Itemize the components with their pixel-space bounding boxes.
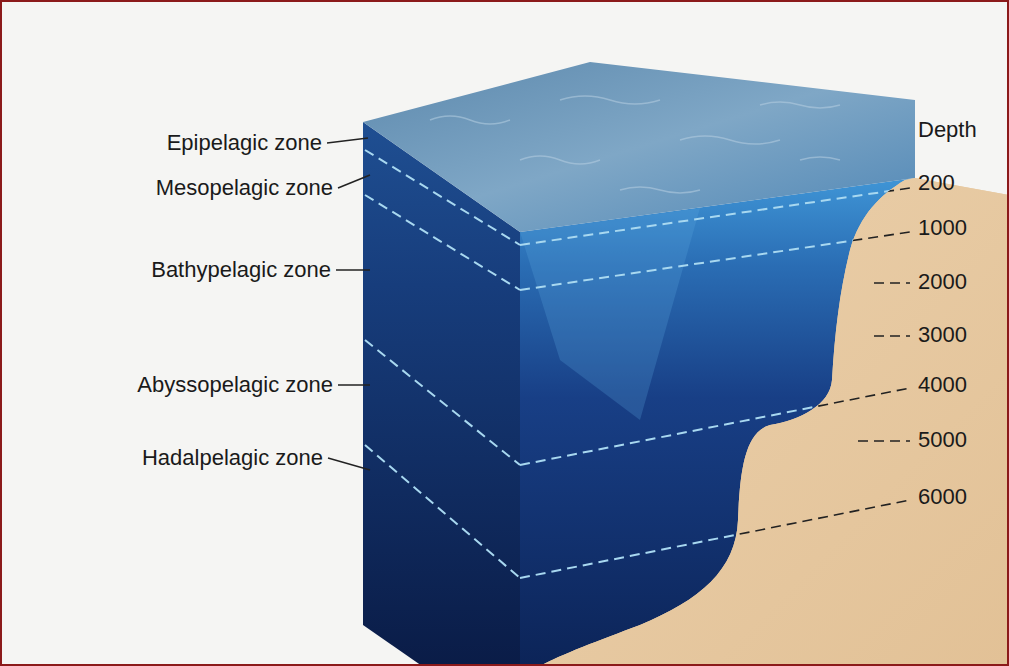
leader-line xyxy=(327,138,370,470)
light-glow xyxy=(520,208,700,420)
depth-value: 3000 xyxy=(918,322,967,348)
zone-boundary-on-floor xyxy=(500,150,1009,666)
axis-title: Depth xyxy=(918,117,977,143)
depth-value: 6000 xyxy=(918,484,967,510)
surface-ripples xyxy=(430,96,840,193)
depth-tick xyxy=(858,283,910,441)
depth-value: 1000 xyxy=(918,215,967,241)
depth-value: 4000 xyxy=(918,372,967,398)
sea-surface xyxy=(363,62,915,232)
zone-label: Epipelagic zone xyxy=(167,130,322,156)
zone-label: Abyssopelagic zone xyxy=(137,372,333,398)
zone-label: Bathypelagic zone xyxy=(151,257,331,283)
depth-value: 200 xyxy=(918,170,955,196)
zone-label: Hadalpelagic zone xyxy=(142,445,323,471)
depth-value: 5000 xyxy=(918,427,967,453)
zone-label: Mesopelagic zone xyxy=(156,175,333,201)
depth-value: 2000 xyxy=(918,269,967,295)
